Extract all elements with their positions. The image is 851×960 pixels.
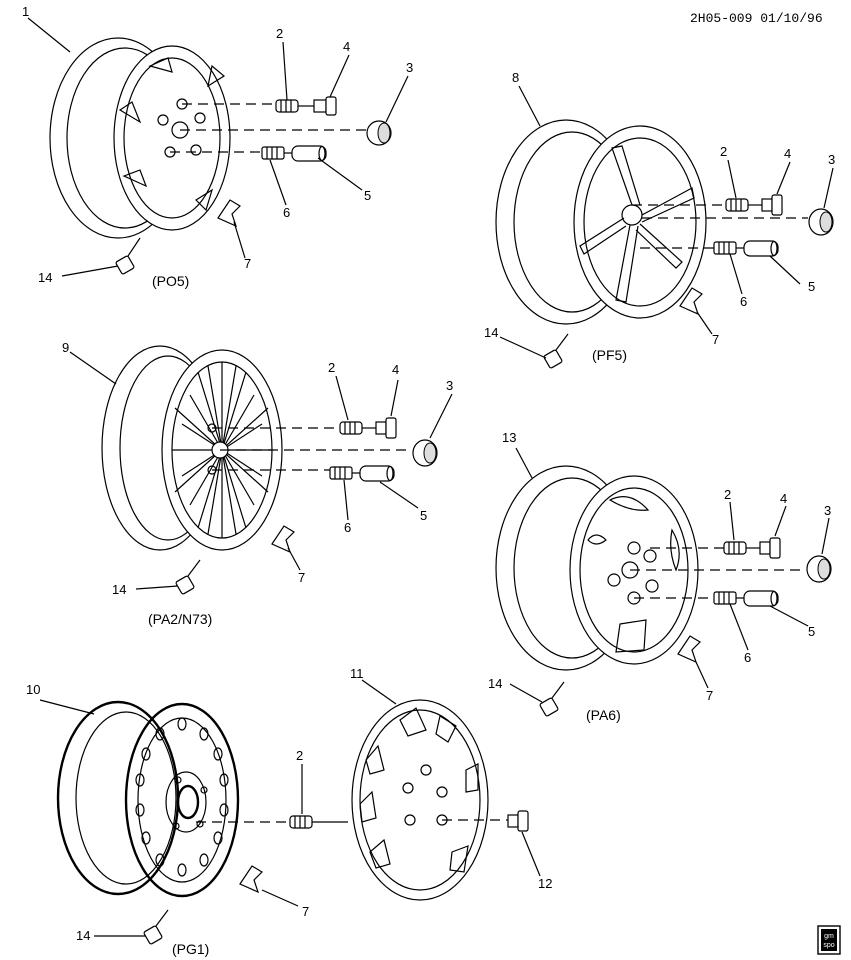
valve-part — [115, 237, 141, 275]
callout-4: 4 — [343, 39, 350, 54]
callout-3: 3 — [446, 378, 453, 393]
callout-2: 2 — [724, 487, 731, 502]
callout-5: 5 — [364, 188, 371, 203]
callout-14: 14 — [488, 676, 502, 691]
wheel-code-po5: (PO5) — [152, 273, 189, 289]
callout-5: 5 — [808, 279, 815, 294]
cap-part — [412, 439, 438, 467]
wheel-code-pg1: (PG1) — [172, 941, 209, 957]
wheel-assembly-pa2-n73: 9 2 4 3 5 6 7 14 (PA2/N73) — [62, 340, 453, 627]
wheel-cover-11 — [351, 699, 489, 901]
callout-9: 9 — [62, 340, 69, 355]
callout-6: 6 — [744, 650, 751, 665]
stud-part — [713, 241, 737, 255]
wheel-code-pa2-n73: (PA2/N73) — [148, 611, 212, 627]
callout-1: 1 — [22, 4, 29, 19]
callout-2: 2 — [276, 26, 283, 41]
callout-5: 5 — [808, 624, 815, 639]
wheel-9 — [101, 345, 283, 551]
nut-part — [761, 194, 783, 216]
wheel-13 — [495, 465, 699, 671]
callout-10: 10 — [26, 682, 40, 697]
weight-part — [679, 287, 703, 316]
callout-14: 14 — [38, 270, 52, 285]
callout-4: 4 — [784, 146, 791, 161]
nut-part — [759, 537, 781, 559]
callout-6: 6 — [283, 205, 290, 220]
callout-3: 3 — [828, 152, 835, 167]
nut-part — [507, 810, 529, 832]
weight-part — [271, 525, 295, 554]
wheel-code-pa6: (PA6) — [586, 707, 621, 723]
callout-3: 3 — [824, 503, 831, 518]
wheel-assembly-pa6: 13 2 4 3 5 6 7 14 (PA6) — [488, 430, 832, 723]
callout-13: 13 — [502, 430, 516, 445]
lock-part — [743, 590, 779, 607]
callout-2: 2 — [720, 144, 727, 159]
stud-part — [261, 146, 285, 160]
callout-2: 2 — [296, 748, 303, 763]
wheel-code-pf5: (PF5) — [592, 347, 627, 363]
callout-12: 12 — [538, 876, 552, 891]
wheel-assembly-po5: 1 2 4 3 5 6 7 14 (PO5) — [22, 4, 413, 289]
valve-part — [539, 681, 565, 717]
cap-part — [808, 208, 834, 236]
valve-part — [143, 909, 169, 945]
callout-7: 7 — [244, 256, 251, 271]
svg-text:spo: spo — [823, 942, 834, 949]
wheel-assembly-pg1: 10 11 2 12 7 14 (PG1) — [26, 666, 552, 957]
bolt-part — [723, 541, 747, 555]
nut-part — [375, 417, 397, 439]
callout-2: 2 — [328, 360, 335, 375]
bolt-part — [275, 99, 299, 113]
stud-part — [713, 591, 737, 605]
rim-vent-holes — [135, 717, 229, 877]
weight-part — [239, 865, 263, 894]
weight-part — [217, 199, 241, 228]
bolt-part — [725, 198, 749, 212]
callout-5: 5 — [420, 508, 427, 523]
lock-part — [291, 145, 327, 162]
callout-14: 14 — [76, 928, 90, 943]
wheel-1 — [49, 37, 231, 239]
callout-7: 7 — [712, 332, 719, 347]
callout-3: 3 — [406, 60, 413, 75]
lock-part — [359, 465, 395, 482]
cap-part — [806, 555, 832, 583]
callout-14: 14 — [112, 582, 126, 597]
svg-text:gm: gm — [824, 933, 834, 940]
cap-part — [366, 120, 392, 146]
callout-11: 11 — [350, 666, 364, 681]
callout-4: 4 — [392, 362, 399, 377]
wheel-8 — [495, 119, 707, 325]
bolt-part — [289, 815, 313, 829]
callout-4: 4 — [780, 491, 787, 506]
callout-7: 7 — [298, 570, 305, 585]
gm-spo-logo: gm spo — [817, 925, 841, 955]
wheel-assembly-pf5: 8 2 4 3 5 6 7 14 (PF5) — [484, 70, 835, 369]
diagram-code: 2H05-009 01/10/96 — [690, 11, 823, 26]
callout-6: 6 — [740, 294, 747, 309]
callout-6: 6 — [344, 520, 351, 535]
callout-14: 14 — [484, 325, 498, 340]
nut-part — [313, 96, 337, 116]
weight-part — [677, 635, 701, 664]
valve-part — [175, 559, 201, 595]
lock-part — [743, 240, 779, 257]
stud-part — [329, 466, 353, 480]
callout-7: 7 — [302, 904, 309, 919]
wheel-10 — [56, 700, 240, 898]
callout-8: 8 — [512, 70, 519, 85]
callout-7: 7 — [706, 688, 713, 703]
bolt-part — [339, 421, 363, 435]
valve-part — [543, 333, 569, 369]
